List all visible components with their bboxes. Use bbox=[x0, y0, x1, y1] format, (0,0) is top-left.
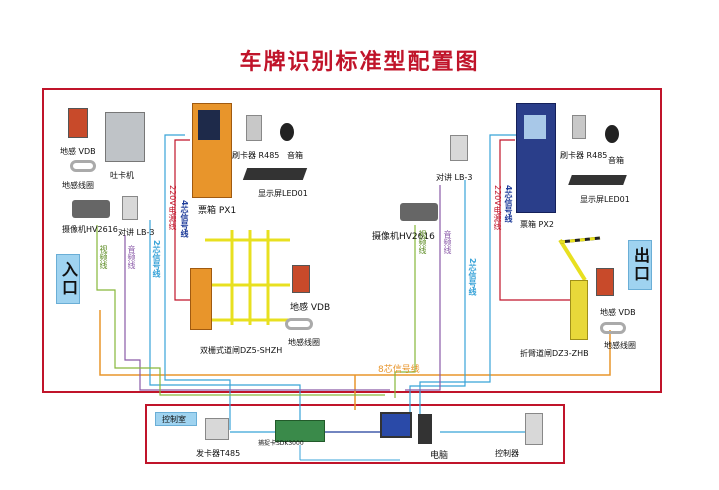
ticket-box-px1-label: 票箱 PX1 bbox=[198, 206, 237, 216]
right-video-label: 视频线 bbox=[418, 230, 427, 254]
left-audio-label: 音频线 bbox=[127, 245, 136, 269]
left-video-line bbox=[96, 225, 385, 396]
computer-tower bbox=[418, 414, 432, 444]
bus-label: 8芯信号线 bbox=[378, 365, 420, 375]
left-vdb-device bbox=[68, 108, 88, 138]
right-220v-label: 220V电源线 bbox=[493, 185, 502, 230]
left-220v-label: 220V电源线 bbox=[168, 185, 177, 230]
left-card-reader-label: 刷卡器 R485 bbox=[232, 151, 280, 160]
right-intercom-device bbox=[450, 135, 468, 161]
parking-lot-frame bbox=[42, 88, 662, 393]
controller-device bbox=[525, 413, 543, 445]
left-vdb-label: 地感 VDB bbox=[60, 147, 96, 156]
entrance-sign: 入口 bbox=[56, 254, 80, 304]
left-loop-icon bbox=[70, 160, 96, 172]
right-loop-icon bbox=[600, 322, 626, 334]
ticket-box-px2-screen bbox=[524, 115, 546, 139]
left-2core-line bbox=[149, 220, 301, 420]
right-2core-line bbox=[409, 180, 466, 415]
right-barrier-body bbox=[570, 280, 588, 340]
ticket-box-px2-label: 票箱 PX2 bbox=[520, 220, 554, 229]
right-220v-line bbox=[499, 139, 570, 301]
right-vdb-label: 地感 VDB bbox=[600, 308, 636, 317]
control-room-label: 控制室 bbox=[162, 415, 186, 424]
right-4core-line bbox=[419, 134, 520, 415]
right-loop-label: 地感线圈 bbox=[604, 341, 636, 350]
left-camera-label: 摄像机HV2616 bbox=[62, 225, 118, 234]
right-audio-label: 音频线 bbox=[443, 230, 452, 254]
left-barrier-fence bbox=[205, 230, 290, 325]
card-issuer-device bbox=[205, 418, 229, 440]
right-2core-label: 2芯信号线 bbox=[468, 258, 477, 296]
left-loop2-label: 地感线圈 bbox=[288, 338, 320, 347]
left-display-device bbox=[242, 168, 308, 180]
right-card-reader-device bbox=[572, 115, 586, 139]
right-display-device bbox=[568, 175, 627, 185]
right-speaker-device bbox=[605, 125, 619, 143]
left-speaker-device bbox=[280, 123, 294, 141]
capture-card-device bbox=[275, 420, 325, 442]
card-machine-device bbox=[105, 112, 145, 162]
right-card-reader-label: 刷卡器 R485 bbox=[560, 151, 608, 160]
right-video-line bbox=[394, 225, 416, 398]
right-speaker-label: 音箱 bbox=[608, 156, 624, 165]
left-4core-line bbox=[164, 134, 231, 430]
left-speaker-label: 音箱 bbox=[287, 151, 303, 160]
left-card-reader-device bbox=[246, 115, 262, 141]
left-vdb2-device bbox=[292, 265, 310, 293]
right-4core-label: 4芯信号线 bbox=[504, 185, 513, 223]
left-vdb2-label: 地感 VDB bbox=[290, 303, 331, 313]
ticket-box-px1-screen bbox=[198, 110, 220, 140]
right-camera-device bbox=[400, 203, 438, 221]
card-machine-label: 吐卡机 bbox=[110, 171, 134, 180]
capture-card-label: 捕捉卡SDK3000 bbox=[258, 440, 304, 447]
left-4core-label: 4芯信号线 bbox=[180, 200, 189, 238]
control-room-tag bbox=[155, 412, 197, 426]
left-2core-label: 2芯信号线 bbox=[152, 240, 161, 278]
right-boom-arm bbox=[558, 236, 601, 282]
bus-line-8core bbox=[99, 310, 611, 376]
right-audio-line bbox=[405, 185, 441, 391]
left-audio-line bbox=[124, 235, 390, 391]
computer-label: 电脑 bbox=[430, 451, 449, 461]
computer-monitor bbox=[380, 412, 412, 438]
right-display-label: 显示屏LED01 bbox=[580, 195, 630, 204]
right-camera-label: 摄像机HV2616 bbox=[372, 232, 435, 242]
page-title: 车牌识别标准型配置图 bbox=[239, 50, 480, 75]
right-barrier-label: 折臂道闸DZ3-ZHB bbox=[520, 349, 589, 358]
exit-sign: 出口 bbox=[628, 240, 652, 290]
left-camera-device bbox=[72, 200, 110, 218]
right-intercom-label: 对讲 LB-3 bbox=[436, 173, 473, 182]
left-video-label: 视频线 bbox=[99, 245, 108, 269]
left-loop-label: 地感线圈 bbox=[62, 181, 94, 190]
left-barrier-body bbox=[190, 268, 212, 330]
left-barrier-label: 双栅式道闸DZ5-SHZH bbox=[200, 346, 283, 355]
controller-label: 控制器 bbox=[495, 449, 519, 458]
left-display-label: 显示屏LED01 bbox=[258, 189, 308, 198]
left-intercom-label: 对讲 LB-3 bbox=[118, 228, 155, 237]
right-vdb-device bbox=[596, 268, 614, 296]
left-loop2-icon bbox=[285, 318, 313, 330]
left-intercom-device bbox=[122, 196, 138, 220]
card-issuer-label: 发卡器T485 bbox=[196, 449, 241, 458]
